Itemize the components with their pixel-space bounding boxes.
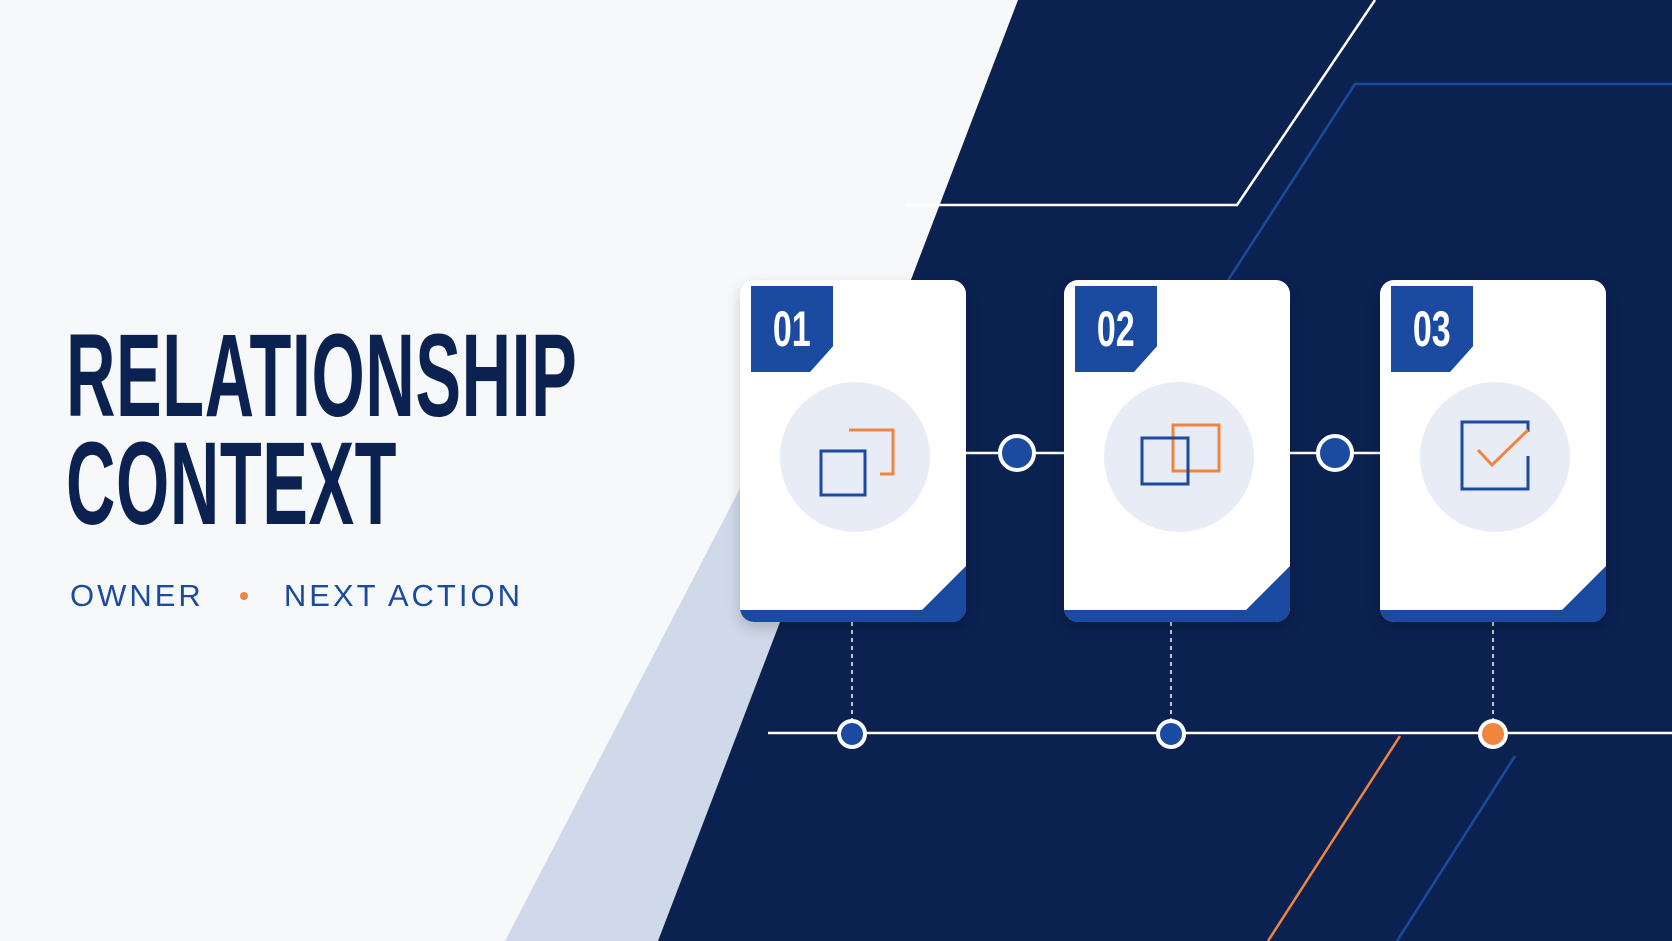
card-bottom-bar: [1064, 610, 1290, 622]
subtitle-owner: OWNER: [70, 578, 204, 613]
blue-accent-line: [1395, 755, 1517, 941]
card-link-node-1: [998, 434, 1036, 472]
step-card-1: 01: [740, 280, 966, 622]
card-bottom-bar: [740, 610, 966, 622]
step-badge: 03: [1391, 286, 1473, 372]
white-bracket-line: [905, 0, 1377, 207]
step-number: 02: [1097, 301, 1135, 357]
step-badge: 02: [1075, 286, 1157, 372]
timeline-node-1: [837, 719, 867, 749]
step-card-3: 03: [1380, 280, 1606, 622]
subtitle-next-action: NEXT ACTION: [283, 578, 523, 613]
step-badge: 01: [751, 286, 833, 372]
card-bottom-bar: [1380, 610, 1606, 622]
orange-accent-line: [1266, 735, 1402, 941]
bullet-separator-icon: [239, 592, 248, 600]
overlapping-squares-icon: [1140, 423, 1221, 486]
step-number: 01: [773, 301, 811, 357]
step-icon-circle: [1420, 382, 1570, 532]
step-number: 03: [1413, 301, 1451, 357]
blue-bracket-line: [1223, 82, 1672, 286]
timeline-node-3: [1478, 719, 1508, 749]
headline-block: RELATIONSHIP CONTEXT: [66, 310, 948, 550]
headline-line-2: CONTEXT: [66, 418, 398, 550]
subtitle: OWNER NEXT ACTION: [70, 578, 523, 614]
timeline-node-2: [1156, 719, 1186, 749]
checkbox-check-icon: [1460, 420, 1530, 491]
step-icon-circle: [780, 382, 930, 532]
step-card-2: 02: [1064, 280, 1290, 622]
step-icon-circle: [1104, 382, 1254, 532]
headline-line-1: RELATIONSHIP: [66, 310, 578, 442]
square-offset-icon: [819, 428, 895, 497]
card-link-node-2: [1316, 434, 1354, 472]
